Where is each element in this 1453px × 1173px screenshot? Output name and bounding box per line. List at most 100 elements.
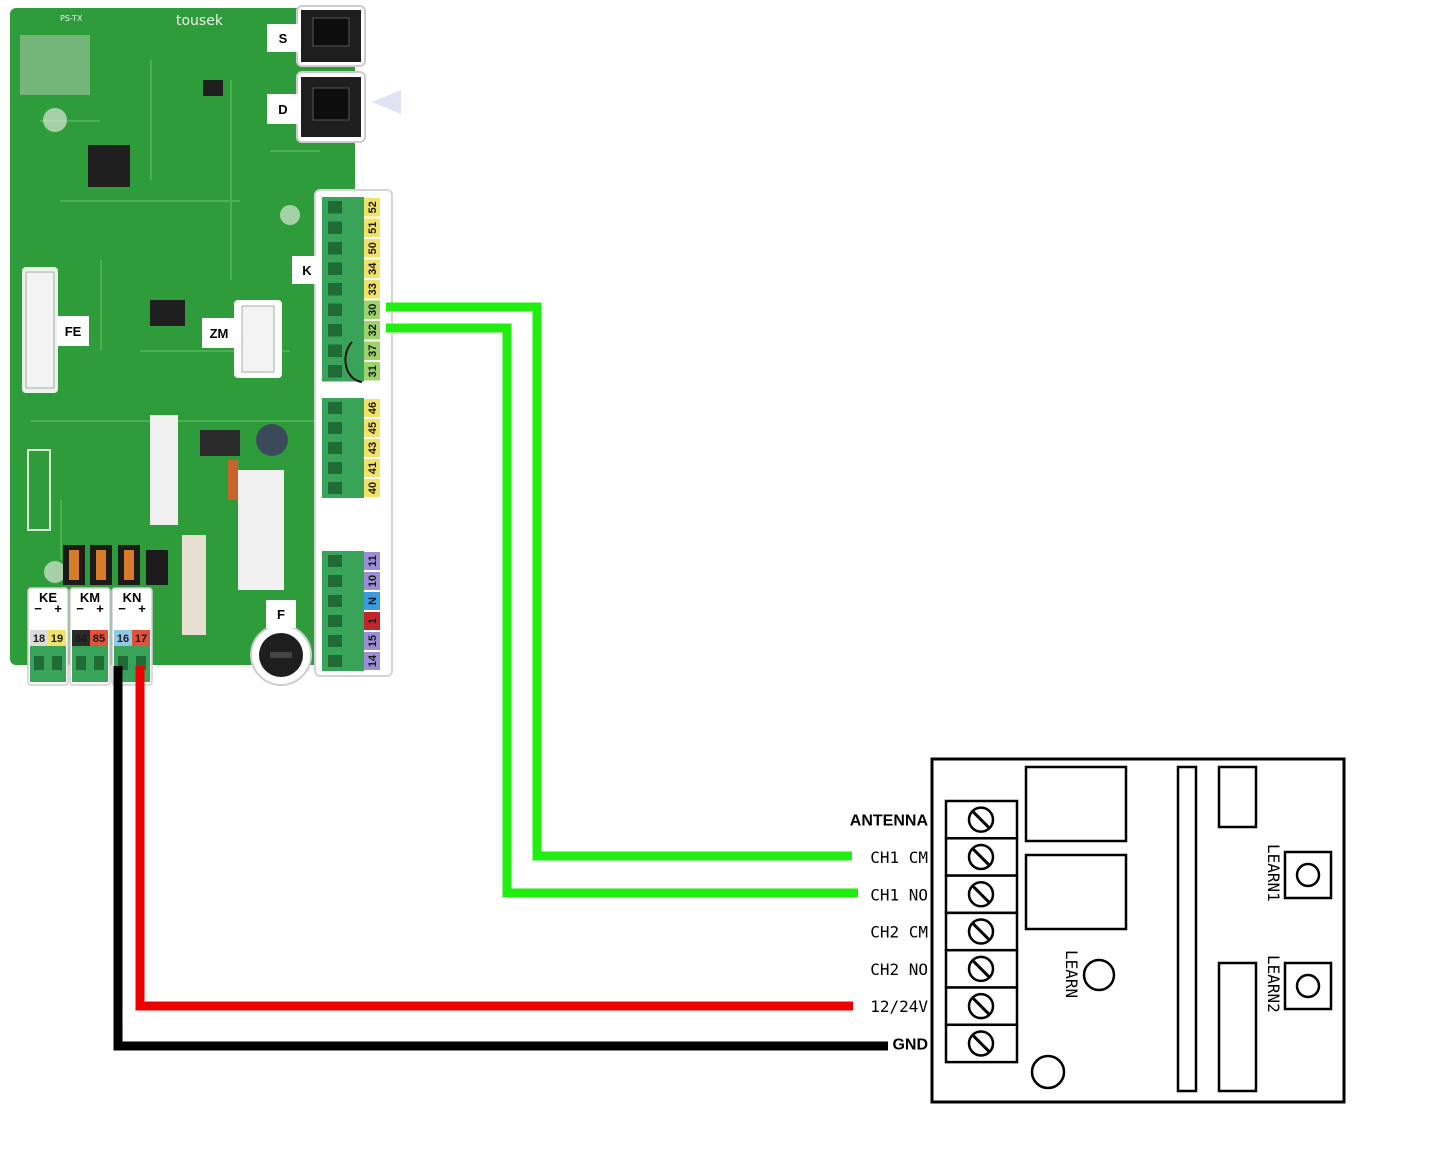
screw-slot (76, 656, 86, 670)
screw-slot (971, 847, 991, 867)
wire-gnd (113, 666, 888, 1051)
screw-slot (971, 959, 991, 978)
pin-label-bg (90, 630, 108, 646)
learn-label: LEARN (1062, 950, 1081, 998)
pin-label-bg (364, 632, 380, 650)
zm-header (241, 305, 275, 373)
mounting-hole (43, 108, 67, 132)
connector-zm[interactable]: ZM (202, 300, 282, 378)
learn2-button-icon (1295, 973, 1321, 999)
label-kn: KN (123, 590, 142, 605)
fuse-holder-outline (27, 449, 51, 531)
label-d: D (278, 102, 287, 117)
pin-label-bg (364, 321, 380, 340)
learn1-button[interactable] (1283, 850, 1333, 900)
pin-label-bg (364, 439, 380, 457)
pin-label-bg (364, 459, 380, 477)
receiver-terminal[interactable]: CH1 CM (870, 837, 1019, 877)
screw-slot (136, 656, 146, 670)
screw-slot (328, 482, 342, 494)
fuse-slot (270, 652, 292, 658)
connector-d[interactable]: D (267, 71, 366, 143)
control-board: tousek PS-TX (10, 8, 355, 665)
terminal-pin-label: 50 (367, 242, 379, 254)
screw-slot (328, 283, 342, 296)
mounting-hole (1030, 1054, 1066, 1090)
pin-label-bg (364, 218, 380, 237)
inductor-cores (69, 550, 134, 580)
learn-led (1082, 958, 1116, 992)
terminal-housing (322, 551, 364, 671)
terminal-pin-label: N (367, 597, 379, 605)
terminal-pin-label: 30 (367, 304, 379, 316)
terminal-pin-label: 16 (117, 633, 129, 645)
learn1-button-icon (1295, 862, 1321, 888)
terminal-pin-label: 18 (33, 633, 45, 645)
learn2-button[interactable] (1283, 961, 1333, 1011)
terminal-pin-label: 52 (367, 201, 379, 213)
pin-label-bg (364, 652, 380, 670)
receiver-terminal[interactable]: CH1 NO (870, 874, 1019, 915)
terminal-pin-label: 17 (135, 633, 147, 645)
regulator (200, 430, 240, 456)
board-model: PS-TX (60, 14, 83, 23)
ic-chip (150, 300, 185, 326)
screw-slot (328, 575, 342, 587)
fuse-f[interactable]: F (250, 600, 312, 686)
label-box (292, 256, 322, 284)
connector-fe[interactable]: FE (22, 267, 89, 393)
receiver-terminal[interactable]: GND (892, 1023, 1019, 1064)
terminal-pin-label: 85 (93, 633, 105, 645)
label-k: K (302, 263, 312, 278)
terminal-pin-label: 32 (367, 324, 379, 336)
terminal-pin-label: 43 (367, 442, 379, 454)
label-fe: FE (65, 324, 82, 339)
minus-sign: − (34, 601, 42, 616)
relay-2 (238, 470, 284, 590)
antenna-strip (1176, 765, 1198, 1093)
pin-label-bg (30, 630, 48, 646)
screw-slot (328, 635, 342, 647)
connector-s[interactable]: S (267, 5, 366, 67)
pcb-traces (30, 60, 330, 560)
terminal-pin-label: 40 (367, 482, 379, 494)
wire-ch1-cm (386, 302, 852, 861)
screw-slot (328, 655, 342, 667)
plus-sign: + (96, 601, 104, 616)
label-f: F (277, 607, 285, 622)
label-s: S (279, 31, 288, 46)
terminal-pin-label: 19 (51, 633, 63, 645)
pin-label-bg (48, 630, 66, 646)
screw-slot (328, 595, 342, 607)
terminal-pin-label: 51 (367, 222, 379, 234)
screw-slot (971, 1034, 991, 1053)
wires (113, 302, 888, 1051)
label-km: KM (80, 590, 100, 605)
label-box (202, 318, 236, 348)
minus-sign: − (76, 601, 84, 616)
pin-label-bg (364, 300, 380, 319)
terminal-label: CH2 CM (870, 923, 928, 942)
screw-slot (328, 242, 342, 255)
terminal-pin-label: 45 (367, 422, 379, 434)
pin-label-bg (364, 198, 380, 217)
receiver-terminal[interactable]: CH2 NO (870, 948, 1019, 989)
terminal-label: ANTENNA (850, 813, 929, 830)
rj-port (312, 17, 350, 47)
pin-label-bg (364, 572, 380, 590)
label-ke: KE (39, 590, 57, 605)
receiver-terminal[interactable]: ANTENNA (850, 799, 1019, 840)
jumper-wire (344, 341, 363, 383)
screw-slot (328, 262, 342, 275)
pin-label-bg (364, 341, 380, 360)
microcontroller-chip (88, 145, 130, 187)
